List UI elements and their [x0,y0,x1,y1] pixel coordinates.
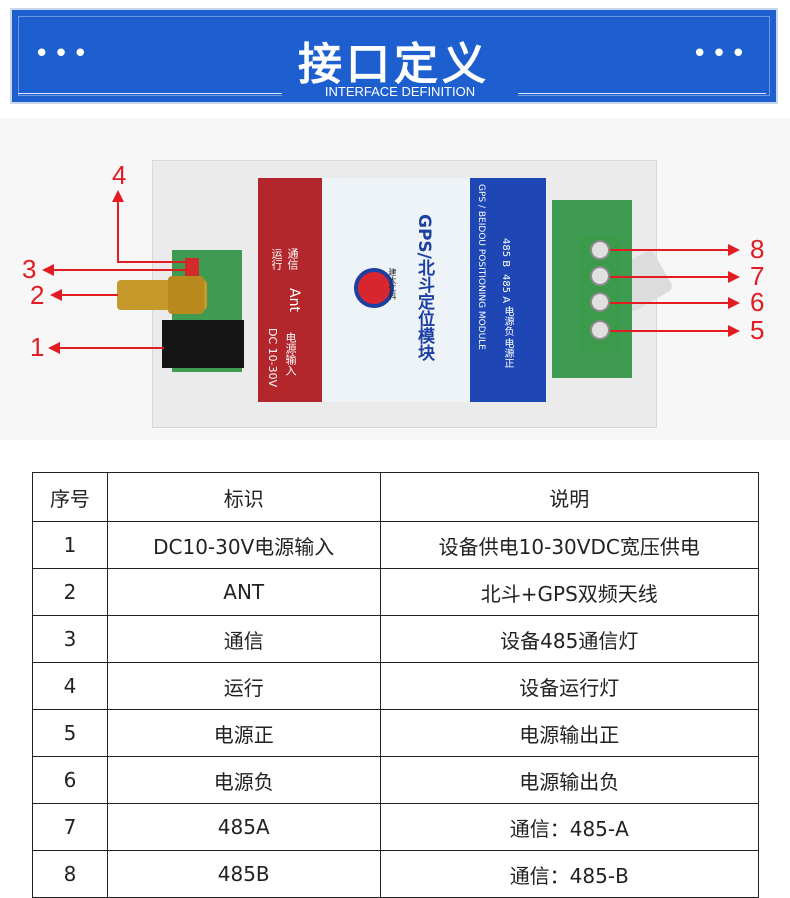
subtitle-line-right [510,93,766,94]
callout-5-line [610,330,728,332]
arrow-right-icon [728,297,740,309]
label-power-voltage: DC 10-30V [266,328,279,388]
header-description: 说明 [379,472,760,522]
label-run: 运行 [270,248,283,270]
table-row: 2 ANT 北斗+GPS双频天线 [32,568,760,616]
brand-name: 建大仁科 [388,268,397,300]
power-jack [162,320,244,368]
screw-6-icon [590,292,610,312]
left-dots-decoration: ••• [34,39,93,69]
arrow-right-icon [728,244,740,256]
right-dots-decoration: ••• [691,39,750,69]
page-title: 接口定义 [298,39,490,90]
arrow-right-icon [728,271,740,283]
label-panel-red: 运行 通信 Ant DC 10-30V 电源输入 [258,178,322,402]
terminal-label-power-negative: 电源负 [502,306,513,336]
row-label: ANT [106,568,381,616]
table-row: 8 485B 通信：485-B [32,850,760,898]
callout-5: 5 [750,315,765,345]
label-ant: Ant [286,288,302,312]
callout-1: 1 [30,332,45,362]
callout-7: 7 [750,261,765,291]
terminal-label-485b: 485 B [500,238,511,268]
row-label: 电源正 [106,709,381,757]
brand-logo-icon [354,268,394,308]
arrow-left-icon [42,264,54,276]
row-index: 3 [32,615,108,663]
label-panel-blue: 485 B 485 A 电源负 电源正 [470,178,546,402]
table-row: 5 电源正 电源输出正 [32,709,760,757]
antenna-connector-nut [168,276,204,314]
label-panel-white [322,178,470,402]
table-row: 6 电源负 电源输出负 [32,756,760,804]
callout-4-line-h [117,261,187,263]
row-index: 5 [32,709,108,757]
row-label: 485B [106,850,381,898]
row-index: 8 [32,850,108,898]
row-label: 485A [106,803,381,851]
row-description: 电源输出负 [379,756,760,804]
callout-8: 8 [750,234,765,264]
row-index: 7 [32,803,108,851]
callout-3: 3 [22,254,37,284]
callout-8-line [610,249,728,251]
screw-7-icon [590,266,610,286]
header-banner: ••• ••• 接口定义 INTERFACE DEFINITION [10,8,778,104]
row-description: 通信：485-B [379,850,760,898]
screw-5-icon [590,320,610,340]
row-description: 通信：485-A [379,803,760,851]
row-description: 设备运行灯 [379,662,760,710]
table-row: 4 运行 设备运行灯 [32,662,760,710]
row-label: 通信 [106,615,381,663]
table-row: 7 485A 通信：485-A [32,803,760,851]
table-row: 3 通信 设备485通信灯 [32,615,760,663]
callout-4: 4 [112,160,127,190]
row-index: 1 [32,521,108,569]
callout-3-line [54,269,190,271]
row-index: 6 [32,756,108,804]
callout-7-line [610,276,728,278]
row-description: 设备供电10-30VDC宽压供电 [379,521,760,569]
row-description: 设备485通信灯 [379,615,760,663]
row-description: 电源输出正 [379,709,760,757]
table-row: 1 DC10-30V电源输入 设备供电10-30VDC宽压供电 [32,521,760,569]
screw-8-icon [590,240,610,260]
row-label: 电源负 [106,756,381,804]
page-subtitle: INTERFACE DEFINITION [282,84,518,99]
callout-4-line [117,200,119,262]
arrow-right-icon [728,325,740,337]
terminal-label-power-positive: 电源正 [502,338,513,368]
arrow-left-icon [48,342,60,354]
status-leds [185,258,199,280]
callout-2: 2 [30,280,45,310]
arrow-up-icon [112,190,124,202]
module-name-en: GPS / BEIDOU POSITIONING MODULE [476,184,486,350]
label-power-input: 电源输入 [284,332,297,376]
callout-1-line [60,347,164,349]
subtitle-line-left [18,93,288,94]
arrow-left-icon [50,289,62,301]
callout-6-line [610,302,728,304]
terminal-label-485a: 485 A [500,274,511,304]
row-description: 北斗+GPS双频天线 [379,568,760,616]
table-header-row: 序号 标识 说明 [32,472,760,522]
row-index: 4 [32,662,108,710]
module-name: GPS/北斗定位模块 [414,214,434,361]
callout-6: 6 [750,287,765,317]
row-index: 2 [32,568,108,616]
callout-2-line [62,294,118,296]
header-label: 标识 [106,472,381,522]
row-label: 运行 [106,662,381,710]
header-index: 序号 [32,472,108,522]
label-comm: 通信 [286,248,299,270]
row-label: DC10-30V电源输入 [106,521,381,569]
interface-table: 序号 标识 说明 1 DC10-30V电源输入 设备供电10-30VDC宽压供电… [32,472,760,898]
